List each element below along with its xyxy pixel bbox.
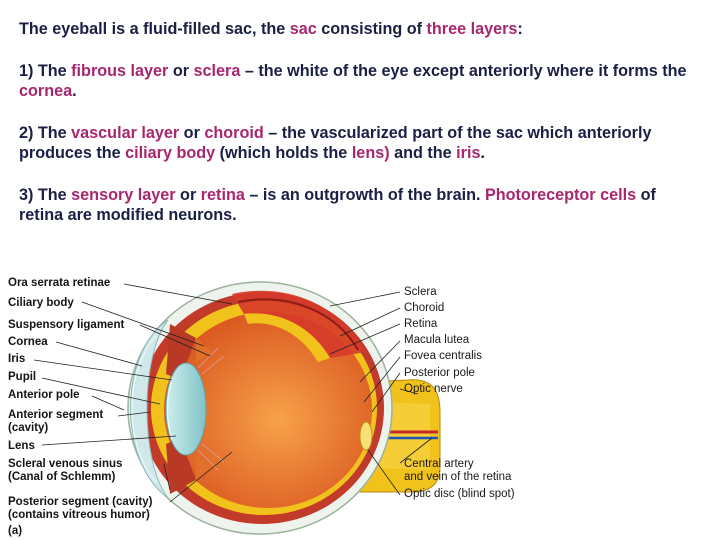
text-segment: (which holds the: [215, 144, 352, 162]
term-photoreceptor-cells: Photoreceptor cells: [484, 186, 637, 204]
term-sclera: sclera: [193, 62, 241, 80]
text-segment: consisting of: [316, 20, 427, 38]
label-optic-nerve: Optic nerve: [404, 383, 463, 395]
eye-anatomy-diagram: Ora serrata retinae Ciliary body Suspens…: [0, 262, 720, 540]
label-ora-serrata: Ora serrata retinae: [8, 277, 111, 289]
label-vitreous-humor: (contains vitreous humor): [8, 509, 150, 521]
text-segment: – the white of the eye except anteriorly…: [240, 62, 687, 80]
left-leader-lines: [33, 283, 233, 503]
right-leader-lines: [329, 291, 433, 496]
text-segment: of retina are modified neurons.: [19, 186, 656, 224]
label-anterior-segment: Anterior segment: [8, 409, 104, 421]
term-fibrous-layer: fibrous layer: [71, 62, 169, 80]
label-macula-lutea: Macula lutea: [404, 334, 470, 346]
term-vascular-layer: vascular layer: [71, 124, 180, 142]
label-central-artery-vein: and vein of the retina: [404, 471, 512, 483]
eye-illustration: [33, 281, 441, 535]
term-cornea: cornea: [19, 82, 73, 100]
label-canal-of-schlemm: (Canal of Schlemm): [8, 471, 116, 483]
text-segment: 3) The: [19, 186, 72, 204]
label-iris: Iris: [8, 353, 26, 365]
lens-shape: [165, 362, 207, 456]
iris-ciliary-lower: [166, 438, 196, 494]
label-sclera: Sclera: [404, 286, 437, 298]
label-suspensory-ligament: Suspensory ligament: [8, 319, 125, 331]
text-segment: – the vascularized part of the sac which…: [19, 124, 652, 162]
text-segment: :: [517, 20, 523, 38]
text-segment: or: [175, 186, 201, 204]
text-segment: – is an outgrowth of the brain.: [244, 186, 485, 204]
label-anterior-pole: Anterior pole: [8, 389, 80, 401]
sensory-layer-paragraph: 3) The sensory layer or retina – is an o…: [19, 185, 699, 225]
text-segment: 1) The: [19, 62, 72, 80]
term-sac: sac: [289, 20, 317, 38]
term-iris: iris: [456, 144, 481, 162]
label-pupil: Pupil: [8, 371, 37, 383]
fibrous-layer-paragraph: 1) The fibrous layer or sclera – the whi…: [19, 61, 699, 101]
cutaway-window: [232, 290, 366, 358]
text-segment: or: [179, 124, 205, 142]
label-lens: Lens: [8, 440, 35, 452]
label-cornea: Cornea: [8, 336, 48, 348]
term-sensory-layer: sensory layer: [71, 186, 176, 204]
label-anterior-segment-cavity: (cavity): [8, 422, 49, 434]
label-central-artery: Central artery: [404, 458, 474, 470]
vascular-layer-paragraph: 2) The vascular layer or choroid – the v…: [19, 123, 699, 163]
term-ciliary-body: ciliary body: [125, 144, 216, 162]
label-choroid: Choroid: [404, 302, 445, 314]
text-segment: or: [168, 62, 194, 80]
intro-paragraph: The eyeball is a fluid-filled sac, the s…: [19, 19, 699, 39]
term-three-layers: three layers: [426, 20, 518, 38]
optic-disc-shape: [359, 421, 373, 451]
label-fovea-centralis: Fovea centralis: [404, 350, 482, 362]
label-posterior-pole: Posterior pole: [404, 367, 475, 379]
text-segment: 2) The: [19, 124, 72, 142]
term-lens: lens): [351, 144, 390, 162]
text-segment: .: [480, 144, 485, 162]
iris-ciliary-upper: [166, 324, 196, 380]
label-retina: Retina: [404, 318, 438, 330]
term-choroid: choroid: [204, 124, 264, 142]
description-text: The eyeball is a fluid-filled sac, the s…: [19, 19, 699, 247]
figure-part-label: (a): [8, 525, 23, 537]
text-segment: The eyeball is a fluid-filled sac, the: [19, 20, 290, 38]
label-optic-disc: Optic disc (blind spot): [404, 488, 515, 500]
text-segment: and the: [389, 144, 457, 162]
label-scleral-venous-sinus: Scleral venous sinus: [8, 458, 123, 470]
term-retina: retina: [200, 186, 245, 204]
text-segment: .: [72, 82, 77, 100]
label-ciliary-body: Ciliary body: [8, 297, 74, 309]
label-posterior-segment: Posterior segment (cavity): [8, 496, 153, 508]
